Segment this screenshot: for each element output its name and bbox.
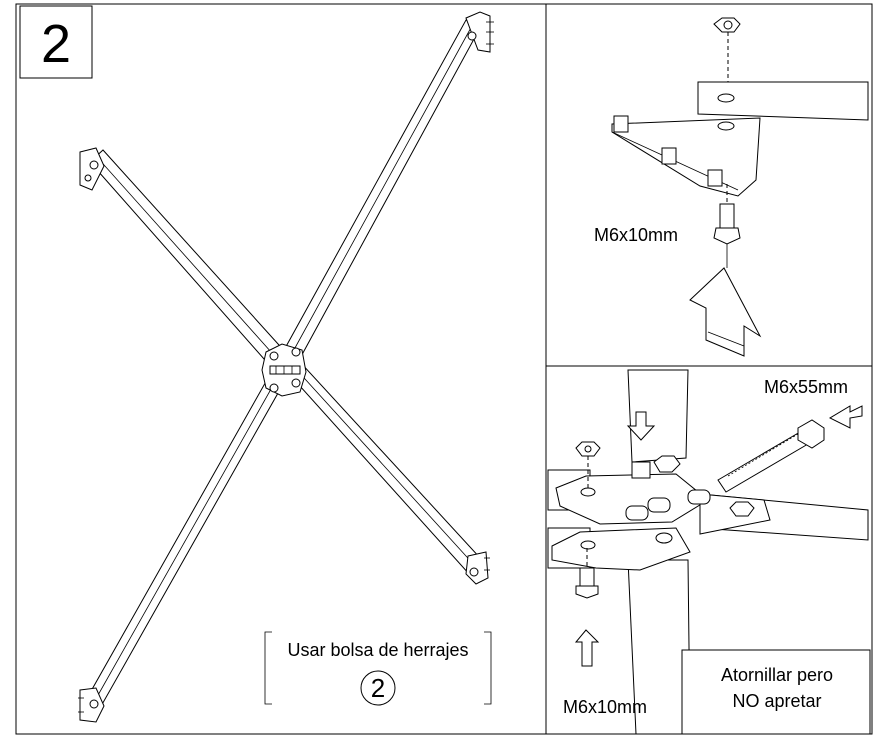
instruction-text: Atornillar pero NO apretar [684, 662, 870, 714]
corner-bracket [611, 117, 761, 197]
bar-piece [627, 369, 689, 463]
instruction-box [681, 649, 871, 735]
screw-icon [269, 351, 279, 361]
screw-icon [89, 699, 99, 709]
screw-icon [291, 378, 301, 388]
long-bolt-label: M6x55mm [764, 377, 849, 397]
bar-top-right [282, 11, 494, 363]
screw-icon [89, 160, 99, 170]
hinge-plate [555, 473, 709, 525]
step-number: 2 [41, 14, 71, 74]
step-number-box [19, 5, 93, 79]
short-bolt-label: M6x10mm [563, 697, 648, 717]
left-arrow-icon [828, 405, 863, 429]
bag-number-circle [360, 670, 396, 706]
bar-bottom-right [289, 361, 490, 585]
bag-number: 2 [370, 673, 386, 703]
long-bolt-icon [717, 431, 809, 493]
x-frame [78, 11, 494, 723]
center-hub [261, 343, 307, 397]
bolt-icon [719, 203, 735, 229]
nut-icon [653, 455, 681, 473]
screw-icon [467, 31, 477, 41]
end-bracket-top-right [465, 11, 491, 53]
square-nut-icon [631, 461, 651, 479]
hinge-plate [551, 527, 691, 571]
hardware-note-text: Usar bolsa de herrajes [287, 640, 469, 660]
instruction-line-2: NO apretar [732, 691, 822, 711]
detail-top-drawing [611, 17, 869, 357]
screw-icon [469, 567, 479, 577]
hinge-icon [269, 365, 301, 375]
down-arrow-icon [626, 411, 656, 441]
screw-icon [291, 347, 301, 357]
screw-icon [84, 174, 92, 182]
hardware-bag-note [264, 631, 492, 706]
end-bracket-bottom-right [465, 551, 489, 585]
instruction-line-1: Atornillar pero [720, 665, 834, 685]
screw-icon [269, 383, 279, 393]
top-bolt-label: M6x10mm [594, 225, 679, 245]
bar-piece [697, 81, 869, 121]
nut-icon [729, 501, 755, 517]
bolt-icon [579, 567, 595, 587]
up-arrow-icon [689, 267, 762, 357]
detail-bottom-drawing [547, 369, 871, 735]
up-arrow-icon [574, 629, 600, 667]
